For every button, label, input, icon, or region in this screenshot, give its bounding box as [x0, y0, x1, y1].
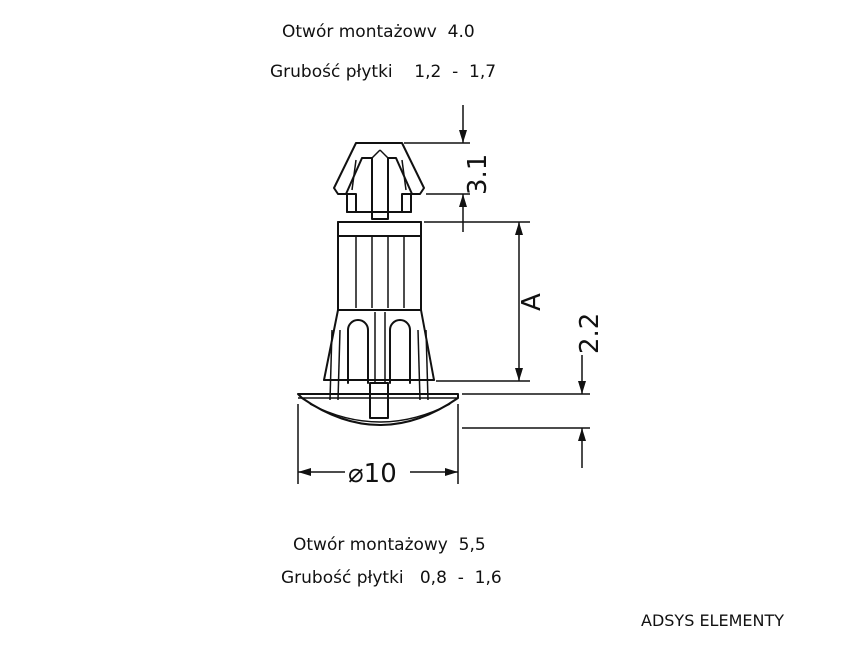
clip-arrowhead — [333, 142, 425, 220]
dimension-2-2: 2.2 — [462, 313, 605, 468]
dimension-a-label: A — [517, 293, 547, 311]
dimension-diameter: ⌀10 — [297, 404, 459, 489]
dimension-3-1: 3.1 — [404, 105, 493, 232]
dimension-2-2-label: 2.2 — [575, 313, 605, 354]
mounting-hole-spec-1: Otwór montażowv 4.0 — [282, 22, 475, 42]
mounting-hole-spec-2: Otwór montażowy 5,5 — [293, 535, 486, 555]
clip-cap — [297, 393, 459, 426]
brand-label: ADSYS ELEMENTY — [641, 611, 784, 630]
panel-thickness-spec-2: Grubość płytki 0,8 - 1,6 — [281, 568, 502, 588]
dimension-3-1-label: 3.1 — [463, 154, 493, 195]
panel-thickness-spec-1: Grubość płytki 1,2 - 1,7 — [270, 62, 497, 82]
dimension-a: A — [424, 221, 547, 382]
clip-body — [323, 221, 435, 419]
diameter-label: ⌀10 — [348, 459, 397, 489]
